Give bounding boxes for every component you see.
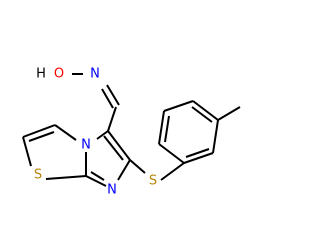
bond-c3-c2-a [22,124,56,138]
bond-c7a-n-imine-inner [90,171,105,181]
atom-label-n-oxime: N [90,67,100,82]
bond-c2-s [22,136,32,167]
bond-n-ring-c3 [54,124,77,141]
bond-c5-n-ring [96,130,109,140]
bond-ar-4 [192,100,219,121]
bond-ar-4-inner [191,106,213,123]
atom-label-n-ring: N [81,138,91,153]
molecule-structure: H O N N N S S [22,67,241,198]
bond-c6-c5-a [107,130,131,161]
bond-c6-c5-b [103,135,124,161]
bond-c6-s-thio [129,159,146,174]
bond-ar-2-inner [185,148,210,158]
bond-ring-to-ch [107,106,117,132]
bond-s-c7a [45,175,87,180]
bond-c3-c2-b [28,131,55,142]
bond-ch-n-oxime-b [101,88,114,109]
atom-label-s-thioether: S [149,174,157,189]
atom-label-h: H [36,67,46,82]
bond-ar-2 [183,152,214,164]
atom-label-n-imine: N [107,183,117,198]
atom-label-s-thiazole: S [34,168,42,183]
bond-s-thio-ar [160,162,185,181]
bond-ar-3 [212,119,219,154]
bond-ar-methyl [217,106,241,121]
bond-ch-n-oxime-a [106,84,120,106]
atom-label-o: O [54,67,64,82]
bond-ar-6-inner [164,115,170,143]
bond-ar-6 [158,110,165,145]
bond-ar-1 [158,143,185,164]
bond-c7a-n-imine [85,175,107,187]
bond-n-imine-c6 [117,159,131,181]
bond-ar-5 [163,100,194,112]
